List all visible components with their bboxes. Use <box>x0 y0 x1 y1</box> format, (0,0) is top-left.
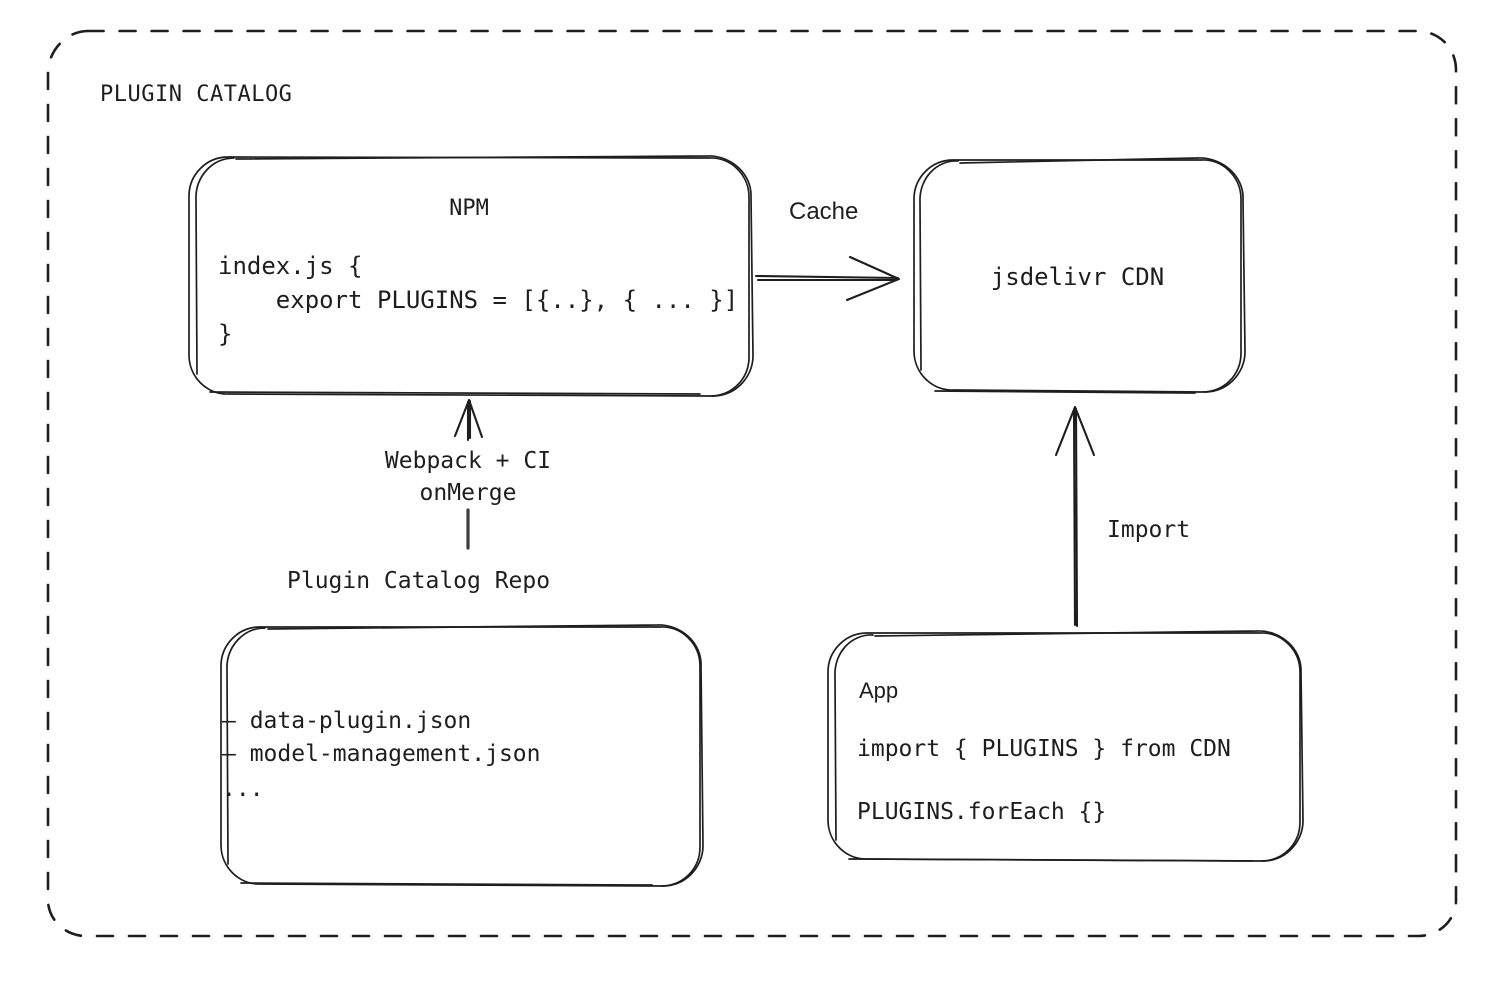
app-box-title: App <box>859 678 899 703</box>
repo-list-item-2: – model-management.json <box>222 741 541 767</box>
repo-list-item-1: – data-plugin.json <box>222 708 472 734</box>
npm-code-line-2: export PLUGINS = [{..}, { ... }] <box>218 286 739 314</box>
plugin-catalog-group-border <box>46 29 1458 938</box>
cache-edge-label: Cache <box>789 198 859 225</box>
cache-arrow <box>754 255 901 302</box>
npm-box-shape <box>188 155 754 397</box>
npm-box-title: NPM <box>449 196 489 221</box>
build-edge-label-line-1: Webpack + CI <box>384 448 552 474</box>
import-arrow <box>1054 405 1096 628</box>
build-arrow <box>453 398 484 550</box>
repo-box-shape <box>220 624 704 887</box>
build-edge-label-line-2: onMerge <box>419 480 517 506</box>
import-edge-label: Import <box>1107 517 1191 543</box>
npm-code-line-3: } <box>218 320 233 348</box>
app-code-line-2: PLUGINS.forEach {} <box>857 799 1107 825</box>
cdn-box-title: jsdelivr CDN <box>990 263 1165 291</box>
group-title: PLUGIN CATALOG <box>100 82 293 107</box>
repo-list-item-3: ... <box>222 776 264 802</box>
app-box-shape <box>827 630 1304 862</box>
npm-code-line-1: index.js { <box>218 252 363 280</box>
app-code-line-1: import { PLUGINS } from CDN <box>857 736 1231 762</box>
cdn-box-shape <box>913 157 1246 394</box>
repo-caption-label: Plugin Catalog Repo <box>287 568 551 594</box>
